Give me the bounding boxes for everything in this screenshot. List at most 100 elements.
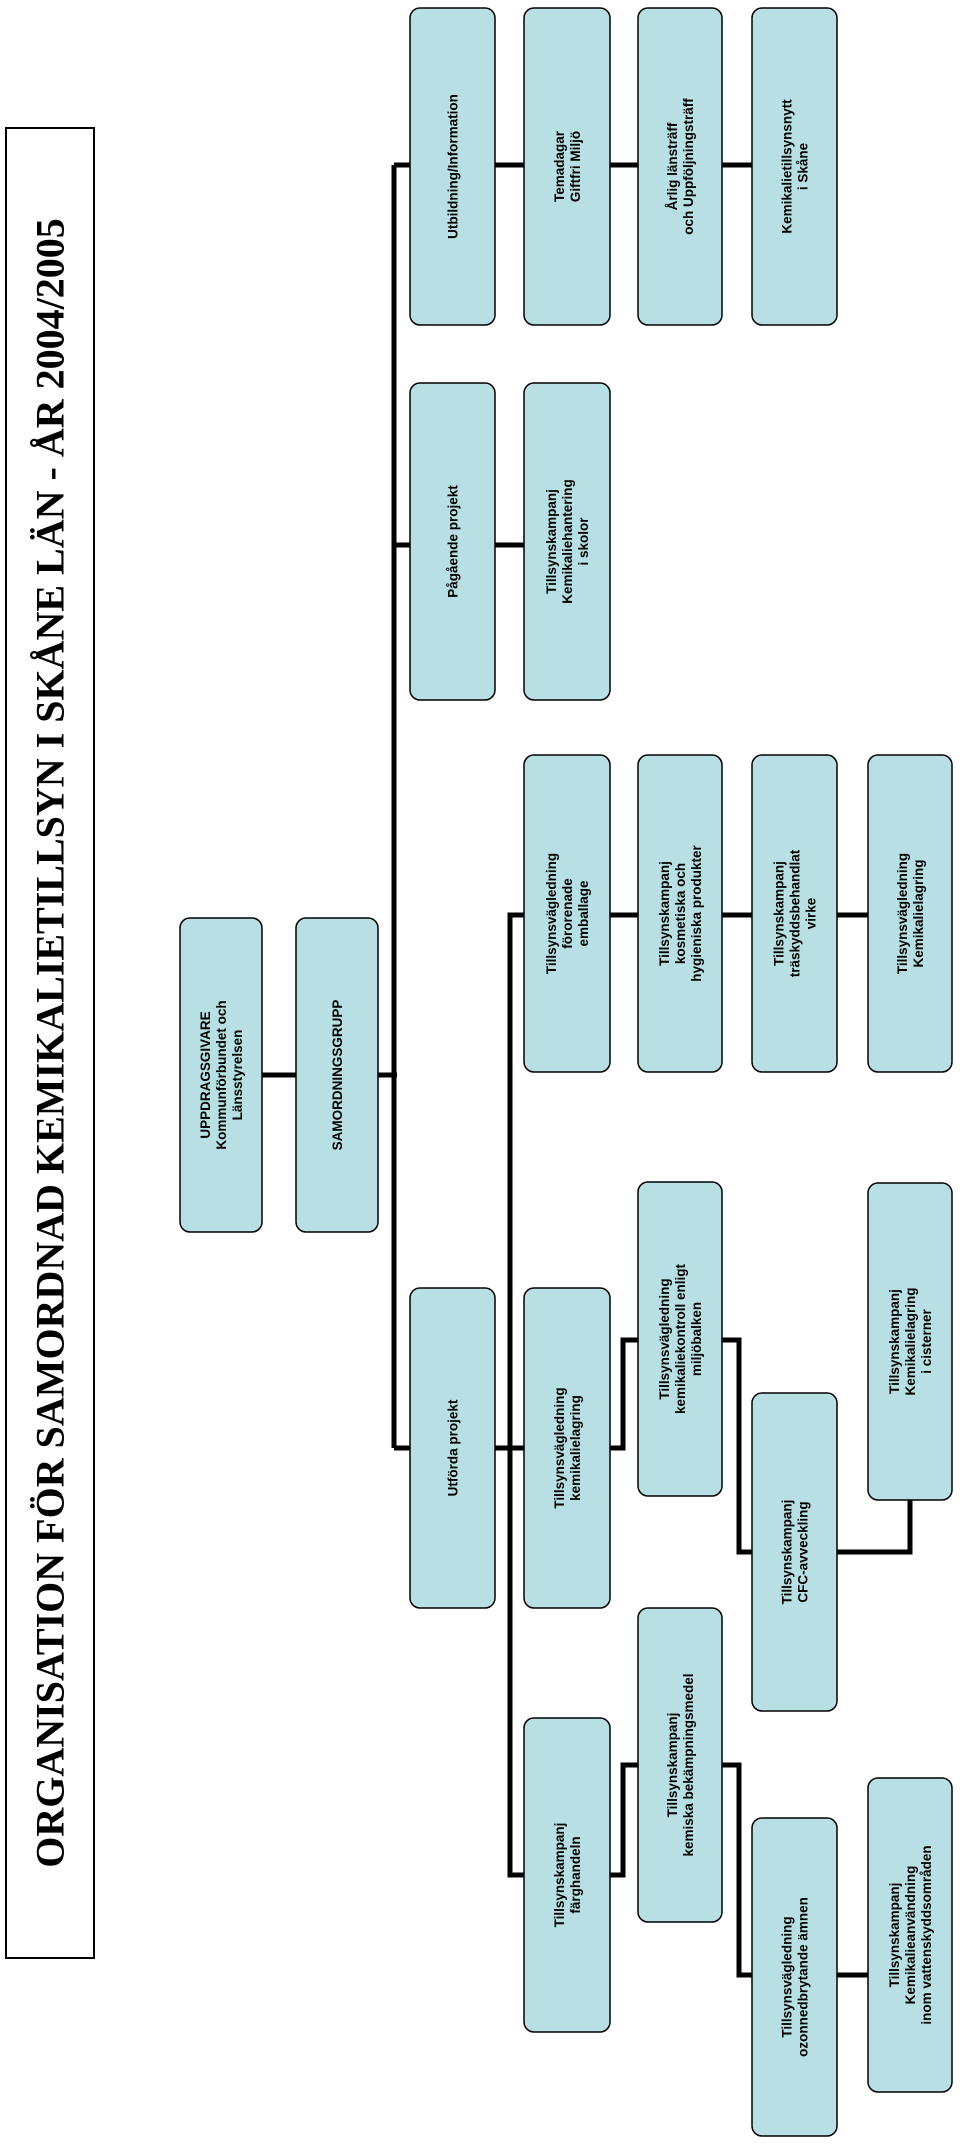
node-box xyxy=(751,754,838,1073)
node-label-line: Tillsynskampanj xyxy=(657,861,672,966)
node-label-line: Utförda projekt xyxy=(446,1399,461,1496)
node-box xyxy=(409,382,496,701)
node-box xyxy=(523,754,611,1073)
node-label: Tillsynsvägledningförorenadeemballage xyxy=(544,853,591,974)
link-kemikalielagring-miljobalken xyxy=(610,1337,638,1451)
node-label: Tillsynskampanjfärghandeln xyxy=(552,1823,583,1928)
node-utforda-projekt: Utförda projekt xyxy=(409,1287,496,1609)
node-label-line: kosmetiska och xyxy=(673,863,688,964)
node-label-line: Tillsynsvägledning xyxy=(657,1278,672,1399)
node-box xyxy=(179,917,263,1233)
node-label-line: träskyddsbehandlat xyxy=(788,849,803,977)
node-label-line: CFC-avveckling xyxy=(796,1501,811,1602)
node-cfc: TillsynskampanjCFC-avveckling xyxy=(751,1392,838,1712)
node-ozonnedbrytande: Tillsynsvägledningozonnedbrytande ämnen xyxy=(751,1817,838,2137)
node-label: UPPDRAGSGIVAREKommunförbundet ochLänssty… xyxy=(198,1000,245,1149)
node-label: TillsynsvägledningKemikalielagring xyxy=(895,853,926,974)
node-label-line: Temadagar xyxy=(552,130,567,202)
node-label: Tillsynsvägledningozonnedbrytande ämnen xyxy=(780,1897,811,2057)
node-label: SAMORDNINGSGRUPP xyxy=(330,1000,345,1151)
node-farghandeln: Tillsynskampanjfärghandeln xyxy=(523,1717,611,2033)
node-label-line: Länsstyrelsen xyxy=(230,1030,245,1121)
node-kemikalielagring2: TillsynsvägledningKemikalielagring xyxy=(867,754,953,1073)
node-label-line: kemikalielagring xyxy=(568,1395,583,1501)
node-label-line: Tillsynsvägledning xyxy=(895,853,910,974)
node-label-line: Tillsynsvägledning xyxy=(780,1916,795,2037)
node-box xyxy=(637,1607,723,1923)
node-label: Tillsynsvägledningkemikaliekontroll enli… xyxy=(657,1263,704,1414)
node-box xyxy=(523,382,611,701)
node-box xyxy=(867,1182,953,1501)
node-kemikalietillsynsnytt: Kemikalietillsynsnytti Skåne xyxy=(751,7,838,326)
link-utforda-level2-spine xyxy=(495,1445,524,1878)
node-label-line: Kemikaliehantering xyxy=(560,479,575,604)
node-bekampningsmedel: Tillsynskampanjkemiska bekämpningsmedel xyxy=(637,1607,723,1923)
node-label-line: virke xyxy=(804,897,819,929)
node-label-line: Tillsynskampanj xyxy=(665,1713,680,1818)
node-label-line: inom vattenskyddsområden xyxy=(919,1845,934,2024)
node-box xyxy=(295,917,379,1233)
node-box xyxy=(867,1777,953,2093)
node-label-line: i cisterner xyxy=(919,1308,934,1373)
node-box xyxy=(409,7,496,326)
node-arlig: Årlig länsträffoch Uppföljningsträff xyxy=(637,7,723,326)
node-label-line: ozonnedbrytande ämnen xyxy=(796,1897,811,2057)
node-label: Tillsynsvägledningkemikalielagring xyxy=(552,1387,583,1508)
node-label: Tillsynskampanjkemiska bekämpningsmedel xyxy=(665,1673,696,1856)
title-frame xyxy=(5,127,95,1959)
node-label-line: färghandeln xyxy=(568,1836,583,1913)
node-label: Årlig länsträffoch Uppföljningsträff xyxy=(665,98,696,235)
node-label-line: i Skåne xyxy=(796,142,811,190)
node-label-line: Tillsynsvägledning xyxy=(544,853,559,974)
node-label-line: Årlig länsträff xyxy=(665,122,680,210)
node-vattenskydd: TillsynskampanjKemikalieanvändninginom v… xyxy=(867,1777,953,2093)
org-nodes: UPPDRAGSGIVAREKommunförbundet ochLänssty… xyxy=(179,7,953,2137)
node-box xyxy=(637,1181,723,1497)
node-samordningsgrupp: SAMORDNINGSGRUPP xyxy=(295,917,379,1233)
node-cisterner: TillsynskampanjKemikalielagringi cistern… xyxy=(867,1182,953,1501)
node-kosmetiska: Tillsynskampanjkosmetiska ochhygieniska … xyxy=(637,754,723,1073)
node-label-line: Tillsynskampanj xyxy=(780,1500,795,1605)
node-label-line: miljöbalken xyxy=(689,1302,704,1376)
node-label-line: Tillsynsvägledning xyxy=(552,1387,567,1508)
node-label-line: Tillsynskampanj xyxy=(887,1289,902,1394)
node-label-line: Utbildning/Information xyxy=(446,94,461,239)
node-label-line: i skolor xyxy=(576,517,591,566)
node-label-line: Tillsynskampanj xyxy=(552,1823,567,1928)
node-label-line: Tillsynskampanj xyxy=(772,861,787,966)
node-label: Utbildning/Information xyxy=(446,94,461,239)
node-label: TillsynskampanjKemikalielagringi cistern… xyxy=(887,1287,934,1395)
node-miljobalken: Tillsynsvägledningkemikaliekontroll enli… xyxy=(637,1181,723,1497)
link-cfc-cisterner xyxy=(837,1500,913,1555)
node-label-line: UPPDRAGSGIVARE xyxy=(198,1011,213,1138)
node-box xyxy=(637,7,723,326)
node-label-line: och Uppföljningsträff xyxy=(681,98,696,235)
node-label-line: Tillsynskampanj xyxy=(544,489,559,594)
node-label-line: kemiska bekämpningsmedel xyxy=(681,1673,696,1856)
node-label: Pågående projekt xyxy=(446,485,461,598)
node-box xyxy=(867,754,953,1073)
node-label-line: Tillsynskampanj xyxy=(887,1883,902,1988)
node-label-line: emballage xyxy=(576,880,591,947)
node-label: TillsynskampanjKemikalieanvändninginom v… xyxy=(887,1845,934,2024)
node-label-line: Pågående projekt xyxy=(446,485,461,598)
node-label: Utförda projekt xyxy=(446,1399,461,1496)
node-uppdragsgivare: UPPDRAGSGIVAREKommunförbundet ochLänssty… xyxy=(179,917,263,1233)
node-label: TillsynskampanjCFC-avveckling xyxy=(780,1500,811,1605)
node-label: TemadagarGiftfri Miljö xyxy=(552,130,583,202)
node-fororenade: Tillsynsvägledningförorenadeemballage xyxy=(523,754,611,1073)
node-label-line: Kemikalielagring xyxy=(911,859,926,967)
node-kemikalielagring-vagl: Tillsynsvägledningkemikalielagring xyxy=(523,1287,611,1609)
node-label: Tillsynskampanjkosmetiska ochhygieniska … xyxy=(657,844,704,981)
node-box xyxy=(751,7,838,326)
node-box xyxy=(751,1817,838,2137)
node-label-line: förorenade xyxy=(560,878,575,949)
page-title: ORGANISATION FÖR SAMORDNAD KEMIKALIETILL… xyxy=(28,218,73,1867)
link-farghandeln-bekampningsmedel xyxy=(610,1762,638,1878)
node-label: TillsynskampanjKemikaliehanteringi skolo… xyxy=(544,479,591,604)
node-box xyxy=(523,1287,611,1609)
node-skolor: TillsynskampanjKemikaliehanteringi skolo… xyxy=(523,382,611,701)
node-box xyxy=(637,754,723,1073)
node-label-line: Kemikalieanvändning xyxy=(903,1866,918,2005)
